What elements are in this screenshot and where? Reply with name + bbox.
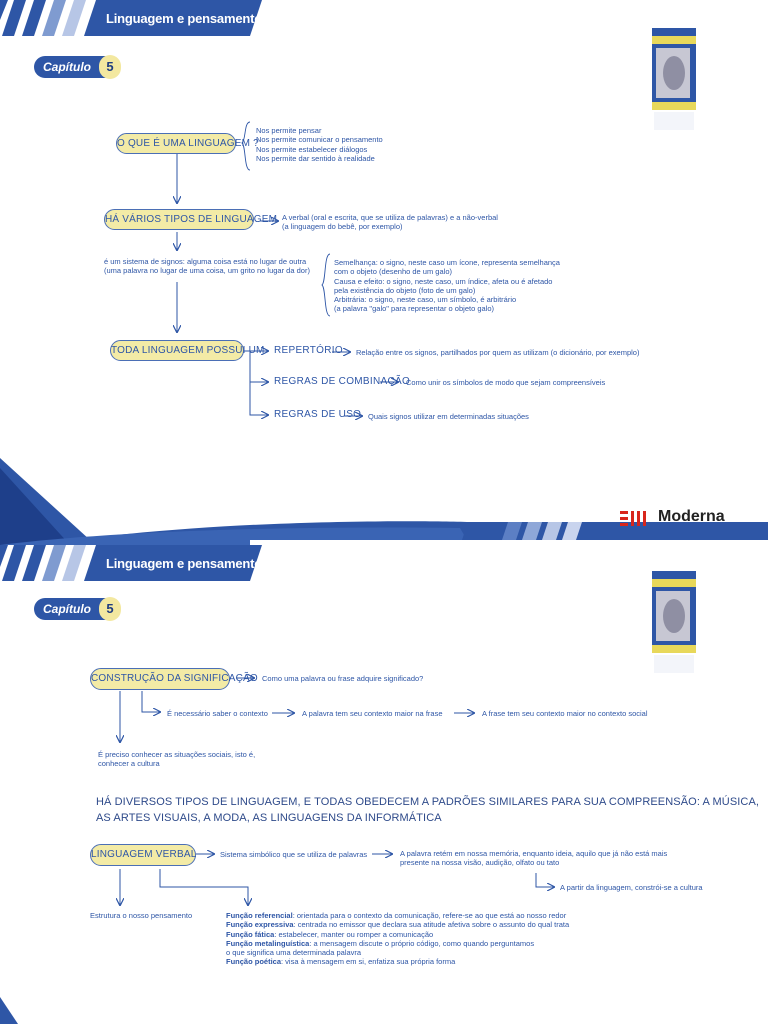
question-what-is-language: O QUE É UMA LINGUAGEM ? (116, 133, 259, 154)
branch-combination-desc: Como unir os símbolos de modo que sejam … (406, 378, 606, 387)
text-line: AS ARTES VISUAIS, A MODA, AS LINGUAGENS … (96, 812, 442, 824)
text-line: A verbal (oral e escrita, que se utiliza… (282, 213, 498, 222)
text-line: conhecer a cultura (98, 759, 160, 769)
function-desc: : a mensagem discute o próprio código, c… (309, 938, 535, 948)
text-line: Arbitrária: o signo, neste caso, um símb… (334, 295, 517, 305)
language-functions-list: Função referencial: orientada para o con… (226, 911, 569, 967)
book-cover-image-2 (650, 571, 698, 673)
list-item: o que significa uma determinada palavra (226, 948, 569, 957)
header-title: Linguagem e pensamento (106, 11, 262, 26)
chapter-number: 5 (99, 55, 121, 79)
branch-usage-desc: Quais signos utilizar em determinadas si… (368, 412, 529, 421)
function-desc: : centrada no emissor que declara sua at… (293, 920, 570, 930)
meaning-culture-note: É preciso conhecer as situações sociais,… (98, 750, 255, 769)
meaning-question: Como uma palavra ou frase adquire signif… (262, 674, 424, 683)
chapter-label-2: Capítulo (43, 602, 91, 616)
text-line: pela existência do objeto (foto de um ga… (334, 285, 476, 295)
function-desc: : estabelecer, manter ou romper a comuni… (274, 929, 434, 939)
branch-repertoire-label: REPERTÓRIO (274, 345, 343, 356)
verbal-language-desc: Sistema simbólico que se utiliza de pala… (220, 850, 368, 859)
moderna-logo: Moderna (620, 508, 750, 530)
branch-repertoire-desc: Relação entre os signos, partilhados por… (356, 348, 640, 357)
node-meaning-construction: CONSTRUÇÃO DA SIGNIFICAÇÃO (90, 668, 258, 690)
list-item: Função poética: visa à mensagem em si, e… (226, 957, 569, 966)
verbal-thought-desc: Estrutura o nosso pensamento (90, 911, 193, 920)
text-line: Causa e efeito: o signo, neste caso, um … (334, 276, 553, 286)
node-language-types: HÁ VÁRIOS TIPOS DE LINGUAGEM (104, 209, 277, 230)
function-desc: : orientada para o contexto da comunicaç… (292, 911, 567, 920)
text-line: (a palavra "galo" para representar o obj… (334, 304, 495, 314)
text-line: É preciso conhecer as situações sociais,… (98, 750, 256, 759)
text-line: com o objeto (desenho de um galo) (334, 267, 452, 277)
text-line: Semelhança: o signo, neste caso um ícone… (334, 258, 560, 267)
language-purposes-list: Nos permite pensar Nos permite comunicar… (256, 126, 383, 163)
text-line: é um sistema de signos: alguma coisa est… (104, 257, 307, 266)
meaning-step-social: A frase tem seu contexto maior no contex… (482, 709, 648, 718)
function-desc: o que significa uma determinada palavra (226, 948, 362, 958)
sign-types-list: Semelhança: o signo, neste caso um ícone… (334, 258, 560, 314)
meaning-step-context: É necessário saber o contexto (167, 709, 268, 718)
node-every-language-has: TODA LINGUAGEM POSSUI UM (110, 340, 264, 361)
chapter-number-2: 5 (99, 597, 121, 621)
language-types-statement: HÁ DIVERSOS TIPOS DE LINGUAGEM, E TODAS … (96, 794, 759, 826)
function-name: Função referencial (226, 911, 293, 920)
text-line: A palavra retém em nossa memória, enquan… (400, 849, 668, 858)
function-name: Função fática (226, 929, 275, 939)
list-item: Nos permite comunicar o pensamento (256, 135, 383, 145)
chapter-label: Capítulo (43, 60, 91, 74)
slide-2-connectors (0, 545, 768, 1024)
function-name: Função poética (226, 957, 282, 967)
moderna-logo-icon (620, 511, 646, 526)
node-verbal-language: LINGUAGEM VERBAL (90, 844, 196, 866)
list-item: Função fática: estabelecer, manter ou ro… (226, 930, 569, 939)
function-name: Função metalinguística (226, 938, 310, 948)
signs-system-desc: é um sistema de signos: alguma coisa est… (104, 257, 310, 276)
verbal-culture-desc: A partir da linguagem, constrói-se a cul… (560, 883, 703, 892)
meaning-step-sentence: A palavra tem seu contexto maior na fras… (302, 709, 443, 718)
slide-2: Linguagem e pensamento Capítulo 5 (0, 545, 768, 1024)
list-item: Função metalinguística: a mensagem discu… (226, 939, 569, 948)
list-item: Função expressiva: centrada no emissor q… (226, 920, 569, 929)
function-name: Função expressiva (226, 920, 294, 930)
text-line: (a linguagem do bebê, por exemplo) (282, 222, 403, 232)
text-line: HÁ DIVERSOS TIPOS DE LINGUAGEM, E TODAS … (96, 796, 760, 808)
slide-1: Linguagem e pensamento Capítulo 5 Modern… (0, 0, 768, 545)
header-title-2: Linguagem e pensamento (106, 556, 262, 571)
list-item: Função referencial: orientada para o con… (226, 911, 569, 920)
chapter-badge-2: Capítulo 5 (34, 597, 121, 621)
list-item: Nos permite estabelecer diálogos (256, 144, 368, 154)
list-item: Nos permite dar sentido à realidade (256, 153, 375, 163)
list-item: Nos permite pensar (256, 126, 322, 135)
moderna-logo-text: Moderna (658, 508, 725, 525)
branch-usage-label: REGRAS DE USO (274, 409, 362, 420)
function-desc: : visa à mensagem em si, enfatiza sua pr… (281, 957, 456, 967)
slide-2-decor (0, 545, 262, 1024)
verbal-memory-desc: A palavra retém em nossa memória, enquan… (400, 849, 667, 868)
language-types-desc: A verbal (oral e escrita, que se utiliza… (282, 213, 498, 232)
text-line: presente na nossa visão, audição, olfato… (400, 858, 560, 868)
book-cover-image (650, 28, 698, 130)
branch-combination-label: REGRAS DE COMBINAÇÃO (274, 376, 411, 387)
slide-1-connectors (0, 121, 768, 545)
slide-1-decor (0, 0, 768, 545)
text-line: (uma palavra no lugar de uma coisa, um g… (104, 266, 310, 276)
chapter-badge: Capítulo 5 (34, 55, 121, 79)
